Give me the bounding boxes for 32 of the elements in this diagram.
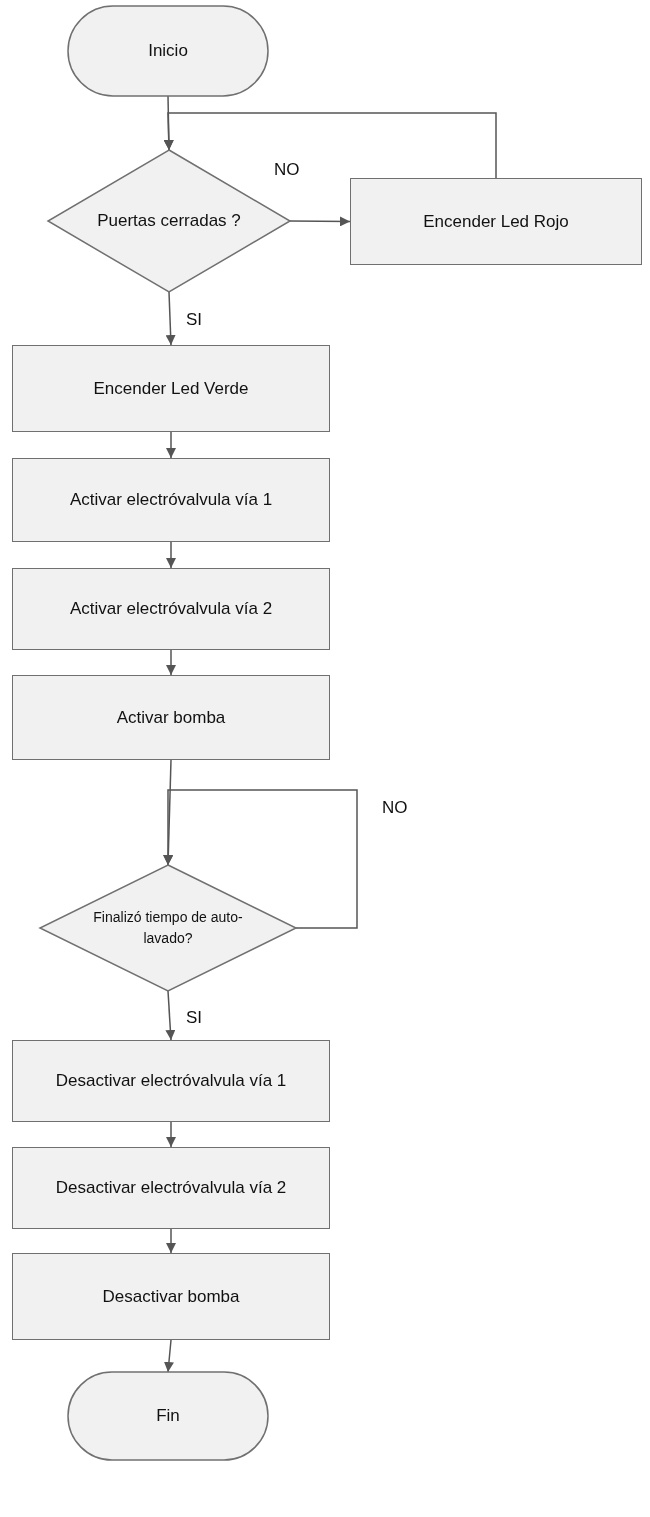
- node-text: Inicio: [147, 40, 189, 63]
- node-text: Desactivar electróvalvula vía 1: [54, 1070, 288, 1093]
- node-text: Finalizó tiempo de auto-lavado?: [92, 908, 244, 948]
- node-text: Fin: [155, 1405, 181, 1428]
- node-text: Activar electróvalvula vía 2: [68, 598, 274, 621]
- arrow: [166, 1228, 176, 1254]
- process-box: [12, 345, 330, 432]
- process-box: [12, 568, 330, 650]
- arrow: [166, 1121, 176, 1148]
- arrow: [163, 1339, 174, 1373]
- arrow: [289, 216, 351, 227]
- node-text: Desactivar electróvalvula vía 2: [54, 1177, 288, 1200]
- process-box: [12, 1040, 330, 1122]
- process-box: [12, 675, 330, 760]
- node-text: Encender Led Verde: [92, 377, 250, 400]
- decision-diamond: [40, 865, 296, 991]
- process-box: [350, 178, 642, 265]
- arrow: [163, 112, 497, 179]
- arrow: [163, 789, 358, 929]
- arrow: [165, 990, 176, 1041]
- node-text: Activar bomba: [115, 706, 227, 729]
- process-box: [12, 458, 330, 542]
- process-box: [12, 1147, 330, 1229]
- process-box: [12, 1253, 330, 1340]
- node-text: Encender Led Rojo: [422, 210, 570, 233]
- arrow: [166, 431, 176, 459]
- node-text: Activar electróvalvula vía 1: [68, 489, 274, 512]
- node-text: Puertas cerradas ?: [96, 210, 242, 233]
- arrow: [165, 291, 176, 346]
- arrow: [166, 649, 176, 676]
- node-text: Desactivar bomba: [101, 1285, 241, 1308]
- arrow: [166, 541, 176, 569]
